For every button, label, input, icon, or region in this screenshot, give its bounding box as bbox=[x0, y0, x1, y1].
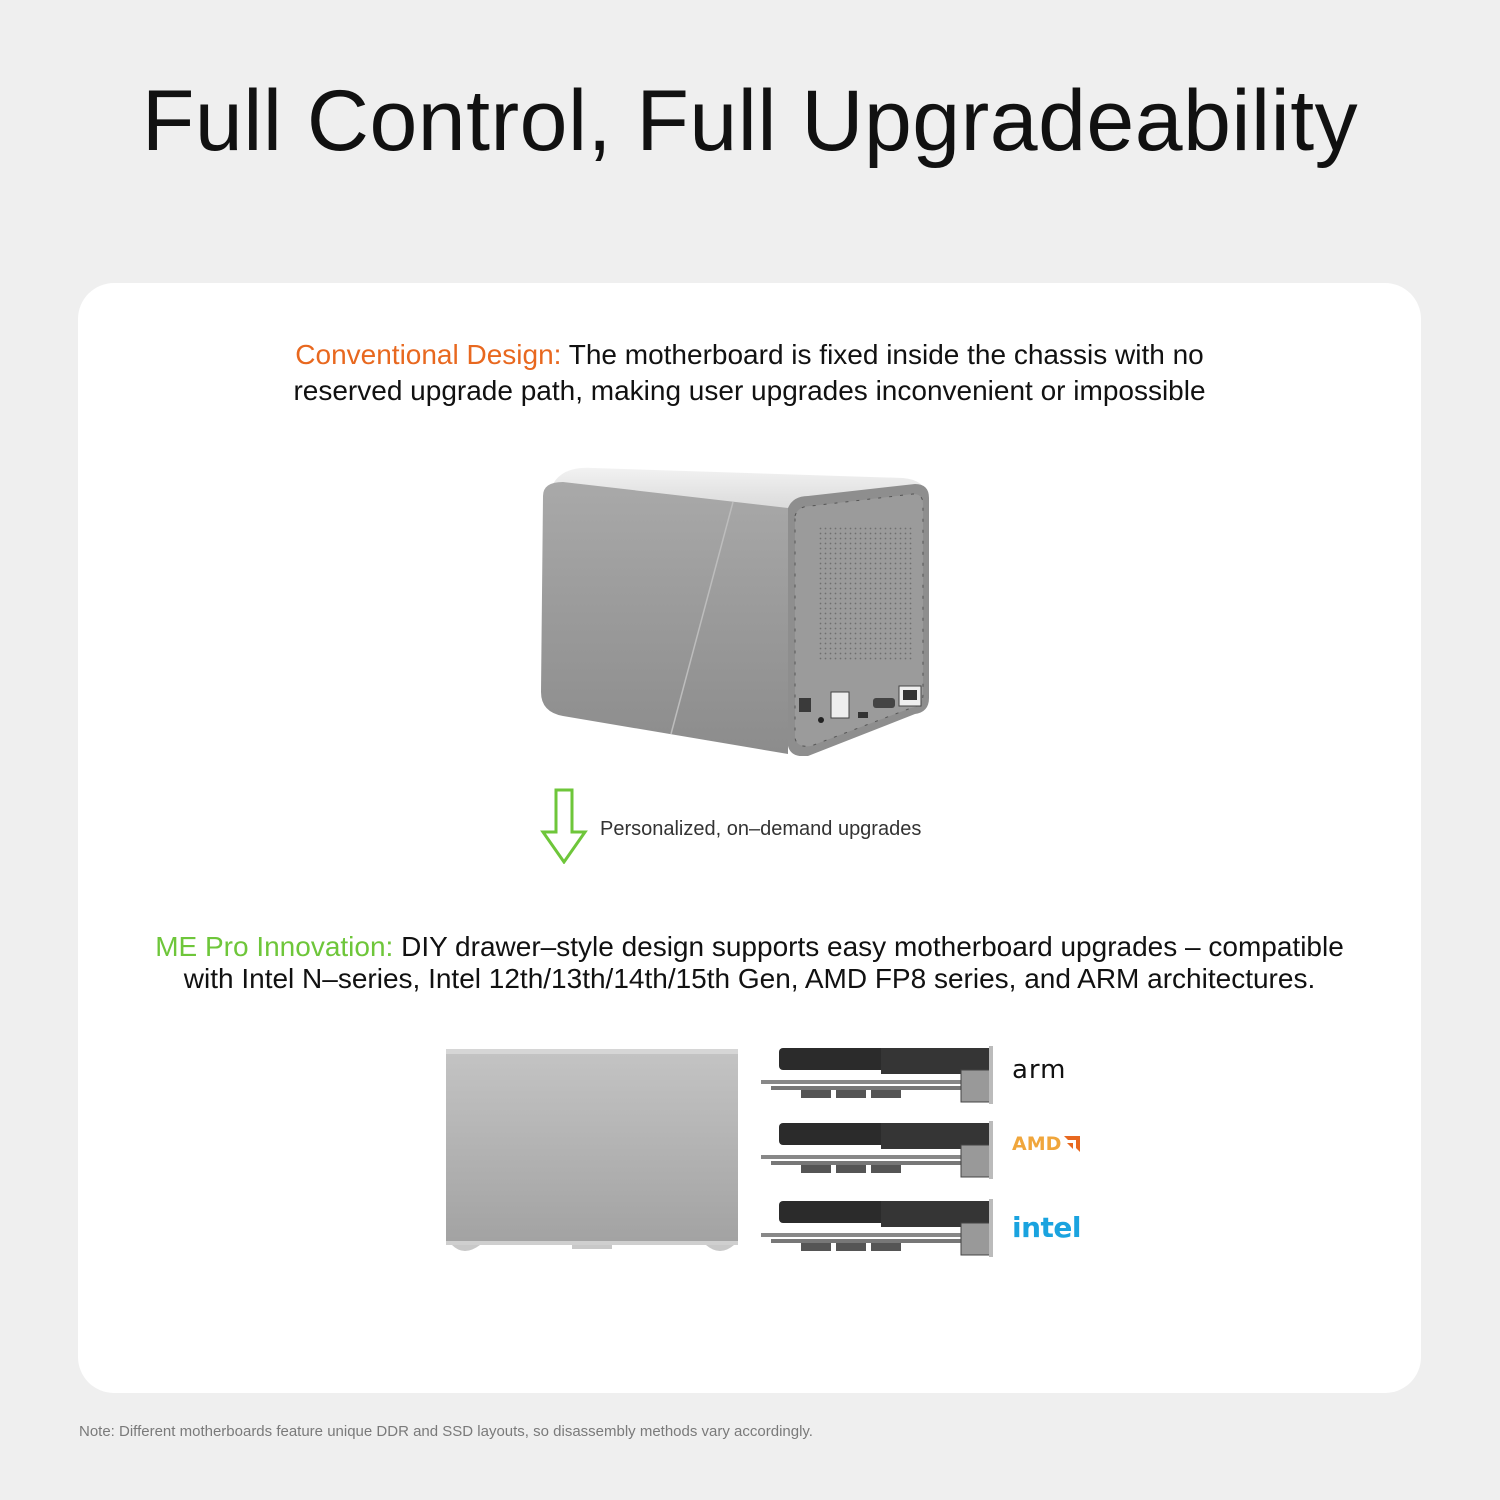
conventional-design-text: Conventional Design: The motherboard is … bbox=[78, 337, 1421, 409]
motherboard-drawer-arm bbox=[761, 1046, 993, 1104]
amd-logo: AMD bbox=[1012, 1133, 1081, 1155]
conventional-design-line1: The motherboard is fixed inside the chas… bbox=[561, 339, 1204, 370]
arrow-down-icon bbox=[540, 788, 588, 864]
innovation-line2: with Intel N–series, Intel 12th/13th/14t… bbox=[183, 963, 1316, 994]
chassis-side-image bbox=[446, 1049, 738, 1251]
footnote: Note: Different motherboards feature uni… bbox=[79, 1423, 813, 1440]
conventional-design-label: Conventional Design: bbox=[295, 339, 562, 370]
intel-logo: intel bbox=[1012, 1211, 1082, 1244]
arm-logo: arm bbox=[1012, 1055, 1067, 1085]
innovation-line1: DIY drawer–style design supports easy mo… bbox=[393, 931, 1344, 962]
innovation-text: ME Pro Innovation: DIY drawer–style desi… bbox=[78, 931, 1421, 995]
conventional-mini-pc-image bbox=[541, 467, 929, 756]
upgrade-caption: Personalized, on–demand upgrades bbox=[600, 818, 922, 840]
page-title: Full Control, Full Upgradeability bbox=[141, 73, 1359, 169]
conventional-design-line2: reserved upgrade path, making user upgra… bbox=[293, 375, 1206, 406]
motherboard-drawer-amd bbox=[761, 1121, 993, 1179]
innovation-label: ME Pro Innovation: bbox=[155, 931, 394, 962]
amd-arrow-icon bbox=[1064, 1136, 1081, 1152]
content-card: Conventional Design: The motherboard is … bbox=[78, 283, 1421, 1393]
motherboard-drawer-intel bbox=[761, 1199, 993, 1257]
amd-logo-text: AMD bbox=[1012, 1133, 1062, 1155]
